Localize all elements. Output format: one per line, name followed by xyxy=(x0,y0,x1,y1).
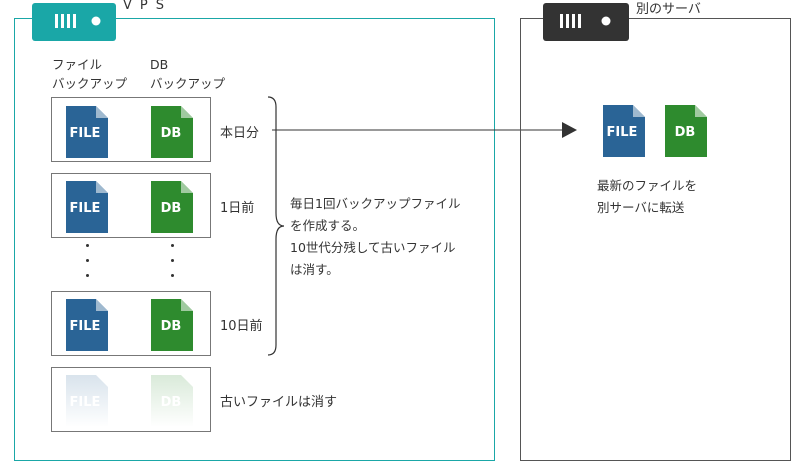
other-server-badge xyxy=(543,3,629,41)
db-icon-text: DB xyxy=(161,395,182,410)
file-icon-text: FILE xyxy=(70,319,101,334)
row-label-10-days-ago: 10日前 xyxy=(220,319,263,334)
other-server-panel xyxy=(520,18,791,461)
file-backup-column-label: ファイル バックアップ xyxy=(52,57,128,91)
file-icon-text: FILE xyxy=(70,126,101,141)
faded-db-document-icon: DB xyxy=(151,375,193,427)
db-document-icon: DB xyxy=(151,299,193,351)
faded-file-document-icon: FILE xyxy=(66,375,108,427)
file-icon-text: FILE xyxy=(70,201,101,216)
db-backup-column-label: DB バックアップ xyxy=(150,57,226,91)
file-document-icon: FILE xyxy=(66,299,108,351)
file-document-icon: FILE xyxy=(603,105,645,157)
row-label-1-day-ago: 1日前 xyxy=(220,201,255,216)
vps-title: VPS xyxy=(123,0,172,13)
db-document-icon: DB xyxy=(151,106,193,158)
db-icon-text: DB xyxy=(161,201,182,216)
db-icon-text: DB xyxy=(161,319,182,334)
file-document-icon: FILE xyxy=(66,106,108,158)
transfer-arrow xyxy=(272,122,577,138)
vertical-ellipsis xyxy=(171,244,175,289)
transfer-caption: 最新のファイルを 別サーバに転送 xyxy=(597,178,698,215)
file-icon-text: FILE xyxy=(607,125,638,140)
curly-brace xyxy=(267,96,285,356)
file-icon-text: FILE xyxy=(70,395,101,410)
file-document-icon: FILE xyxy=(66,181,108,233)
vps-server-badge xyxy=(32,3,116,41)
db-icon-text: DB xyxy=(675,125,696,140)
db-icon-text: DB xyxy=(161,126,182,141)
vertical-ellipsis xyxy=(86,244,90,289)
server-icon xyxy=(560,14,611,28)
backup-policy-note: 毎日1回バックアップファイル を作成する。 10世代分残して古いファイル は消す… xyxy=(290,196,461,277)
row-label-today: 本日分 xyxy=(220,126,260,141)
other-server-title: 別のサーバ xyxy=(636,2,701,17)
db-document-icon: DB xyxy=(665,105,707,157)
row-label-delete-old: 古いファイルは消す xyxy=(220,395,338,410)
db-document-icon: DB xyxy=(151,181,193,233)
server-icon xyxy=(55,14,101,28)
